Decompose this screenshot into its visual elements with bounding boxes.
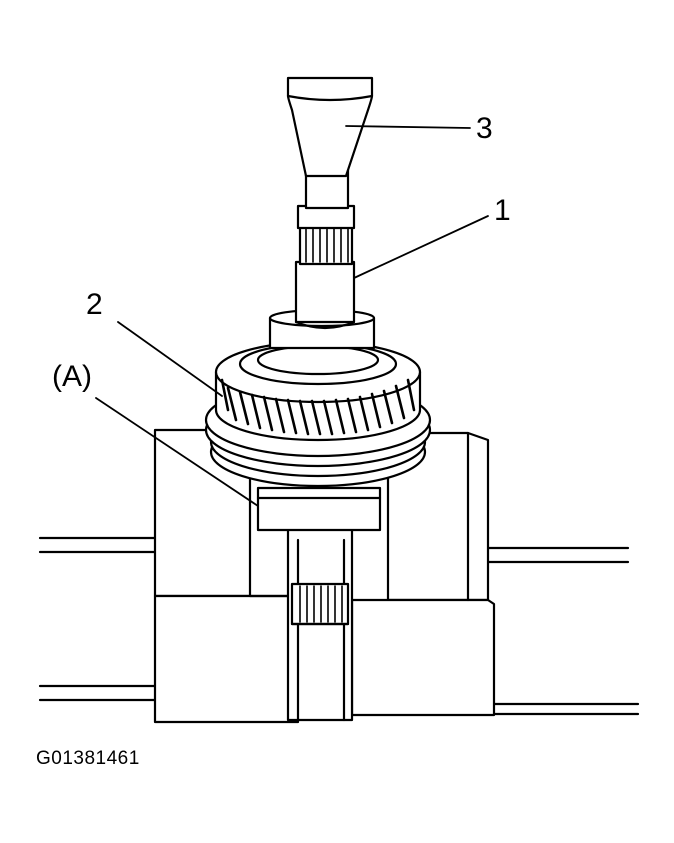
gear-assembly: [204, 340, 432, 488]
callout-press-tool: 3: [476, 112, 493, 145]
main-shaft: [268, 168, 376, 350]
support-block-left: [153, 428, 300, 724]
press-tool: [286, 76, 374, 178]
leader-lines: [95, 125, 489, 507]
callout-shaft: 1: [494, 194, 511, 227]
support-block-right: [350, 431, 496, 717]
shaft-collar: [256, 486, 382, 532]
press-table-rails: [38, 536, 640, 716]
callout-gear: 2: [86, 288, 103, 321]
lower-shaft: [286, 518, 354, 722]
callout-support: (A): [52, 360, 92, 393]
figure-id: G01381461: [36, 748, 140, 769]
